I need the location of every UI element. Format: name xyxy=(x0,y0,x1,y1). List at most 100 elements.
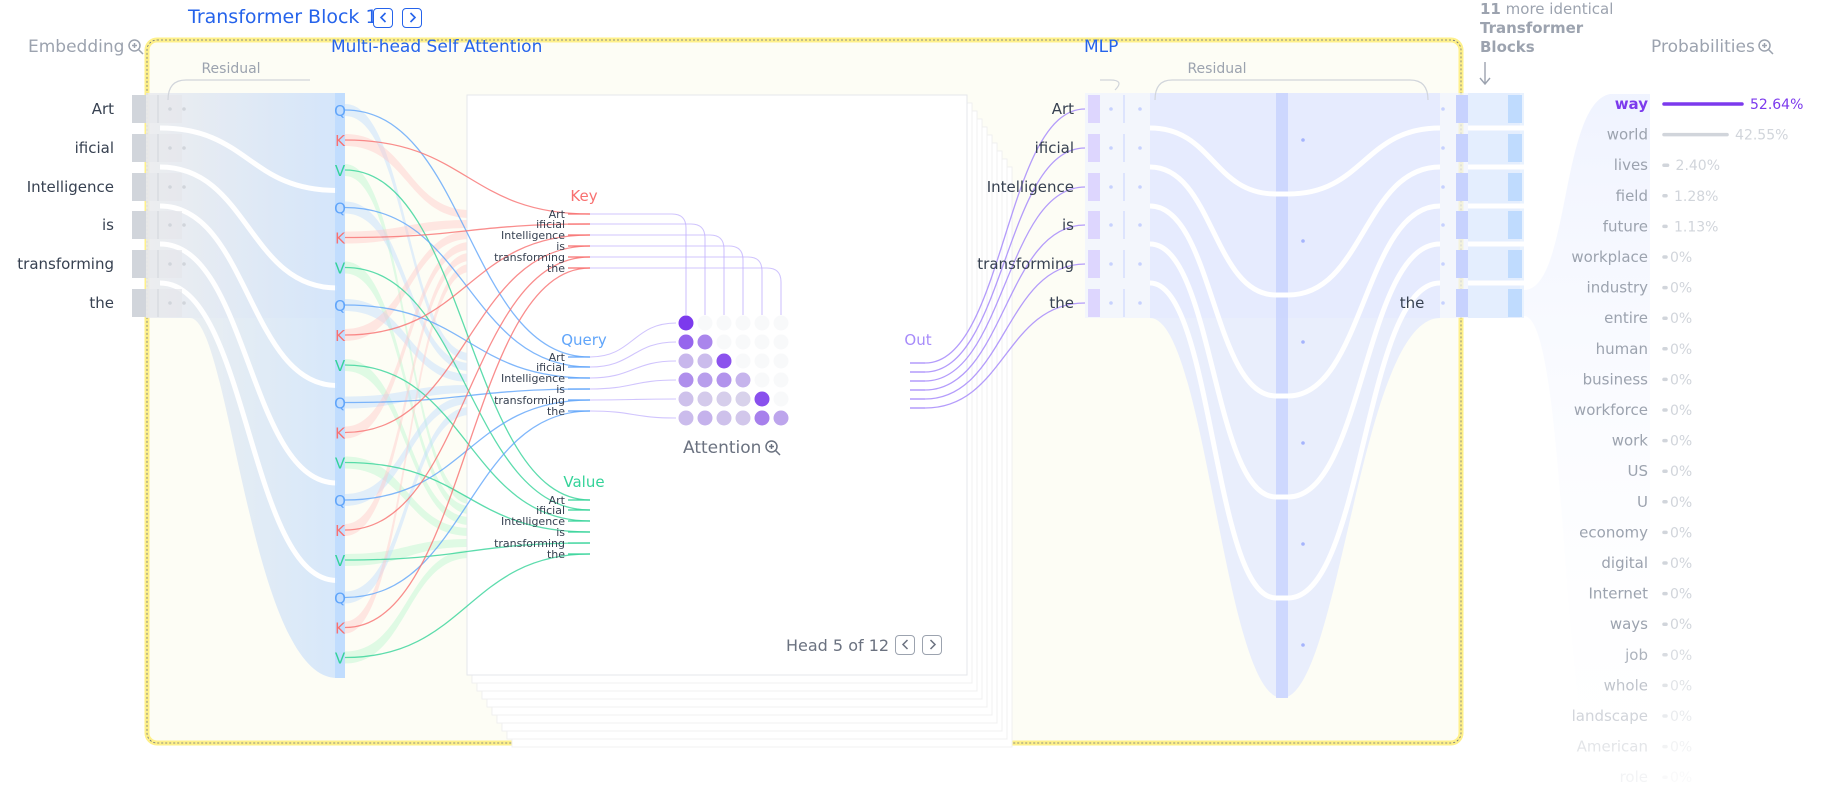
prediction-word: field xyxy=(1616,187,1648,205)
k-ribbon xyxy=(345,134,470,218)
prediction-word: entire xyxy=(1604,309,1648,327)
attention-cell xyxy=(754,353,770,369)
mlp-dot xyxy=(1301,441,1305,445)
out-to-mlp-line xyxy=(924,108,1086,364)
prediction-word: role xyxy=(1620,768,1648,786)
embedding-dot xyxy=(168,223,172,227)
final-vector xyxy=(1508,134,1522,162)
q-letter: Q xyxy=(334,590,346,608)
out-to-mlp-line xyxy=(924,224,1086,391)
mlp-in-vector xyxy=(1088,211,1100,239)
token-separator xyxy=(159,164,338,291)
embedding-token: Art xyxy=(92,100,114,118)
value-token: ificial xyxy=(536,504,565,517)
key-token: is xyxy=(556,240,565,253)
residual-arc-left xyxy=(167,79,310,101)
embedding-header: Embedding xyxy=(28,37,125,57)
v-ribbon xyxy=(345,261,470,514)
q-ribbon xyxy=(345,201,470,371)
next-block-button[interactable] xyxy=(402,8,422,28)
q-line xyxy=(344,109,591,358)
prev-head-button[interactable] xyxy=(895,635,915,655)
attention-cell xyxy=(678,334,694,350)
k-ribbon xyxy=(345,264,470,634)
prediction-word: whole xyxy=(1604,676,1648,694)
prediction-word: human xyxy=(1596,340,1648,358)
embedding-dot xyxy=(182,185,186,189)
embedding-vector xyxy=(132,95,146,123)
embedding-dot xyxy=(168,301,172,305)
probabilities-zoom-icon[interactable] xyxy=(1757,38,1775,56)
v-ribbon xyxy=(345,359,470,525)
attention-cell xyxy=(697,334,713,350)
v-letter: V xyxy=(335,650,346,668)
prediction-pct: 0% xyxy=(1670,556,1692,572)
next-head-button[interactable] xyxy=(922,635,942,655)
v-line xyxy=(344,364,591,522)
mlp-separator xyxy=(1149,164,1441,298)
token-separator xyxy=(159,125,338,193)
mlp-dot xyxy=(1138,185,1142,189)
mlp-dot xyxy=(1441,301,1445,305)
attention-cell xyxy=(716,391,732,407)
residual-arc-right xyxy=(1154,79,1429,101)
final-vector xyxy=(1508,250,1522,278)
prediction-word: Internet xyxy=(1588,585,1648,603)
attention-cell xyxy=(678,353,694,369)
mlp-in-vector xyxy=(1088,289,1100,317)
q-line xyxy=(344,206,591,368)
q-letter: Q xyxy=(334,492,346,510)
attention-cell xyxy=(678,391,694,407)
query-token: Art xyxy=(549,351,566,364)
embedding-vector xyxy=(132,134,146,162)
chevron-left-icon xyxy=(901,639,908,650)
attention-cell xyxy=(716,353,732,369)
mhsa-header: Multi-head Self Attention xyxy=(331,37,543,57)
attention-cell xyxy=(735,372,751,388)
prediction-word: landscape xyxy=(1572,707,1648,725)
embedding-zoom-icon[interactable] xyxy=(127,38,145,56)
embedding-dot xyxy=(182,301,186,305)
prediction-pct: 0% xyxy=(1670,342,1692,358)
prediction-word: lives xyxy=(1614,156,1648,174)
mlp-separator xyxy=(1149,241,1441,500)
v-letter: V xyxy=(335,552,346,570)
embedding-dot xyxy=(182,223,186,227)
final-vector xyxy=(1508,211,1522,239)
v-ribbon xyxy=(345,164,470,504)
q-line xyxy=(344,399,591,501)
key-title: Key xyxy=(570,187,597,205)
prediction-word: US xyxy=(1627,462,1648,480)
key-to-matrix-line xyxy=(590,267,782,315)
residual-label-right: Residual xyxy=(1187,61,1246,77)
attention-cell xyxy=(697,315,713,331)
attention-cell xyxy=(754,391,770,407)
prediction-word: U xyxy=(1637,493,1648,511)
mlp-dot xyxy=(1441,107,1445,111)
prediction-pct: 52.64% xyxy=(1750,97,1803,113)
out-to-mlp-line xyxy=(924,263,1086,400)
prediction-word: industry xyxy=(1587,279,1649,297)
v-letter: V xyxy=(335,357,346,375)
prediction-word: digital xyxy=(1601,554,1648,572)
chevron-right-icon xyxy=(929,639,936,650)
value-token: the xyxy=(547,548,565,561)
mlp-separator xyxy=(1149,280,1441,601)
more-blocks-note: 11 more identical Transformer Blocks xyxy=(1480,0,1613,57)
prediction-word: future xyxy=(1603,217,1648,235)
attention-cell xyxy=(754,372,770,388)
attention-zoom-icon[interactable] xyxy=(764,439,782,457)
key-token: Art xyxy=(549,208,566,221)
key-to-matrix-line xyxy=(590,213,687,315)
v-line xyxy=(344,266,591,511)
final-vector xyxy=(1508,289,1522,317)
embedding-cell xyxy=(146,211,182,239)
more-blocks-line3: Blocks xyxy=(1480,38,1535,56)
k-ribbon xyxy=(345,253,470,536)
mlp-token: the xyxy=(1049,294,1074,312)
k-ribbon xyxy=(345,231,470,341)
prediction-word: economy xyxy=(1579,523,1648,541)
out-to-mlp-line xyxy=(924,186,1086,382)
prev-block-button[interactable] xyxy=(373,8,393,28)
